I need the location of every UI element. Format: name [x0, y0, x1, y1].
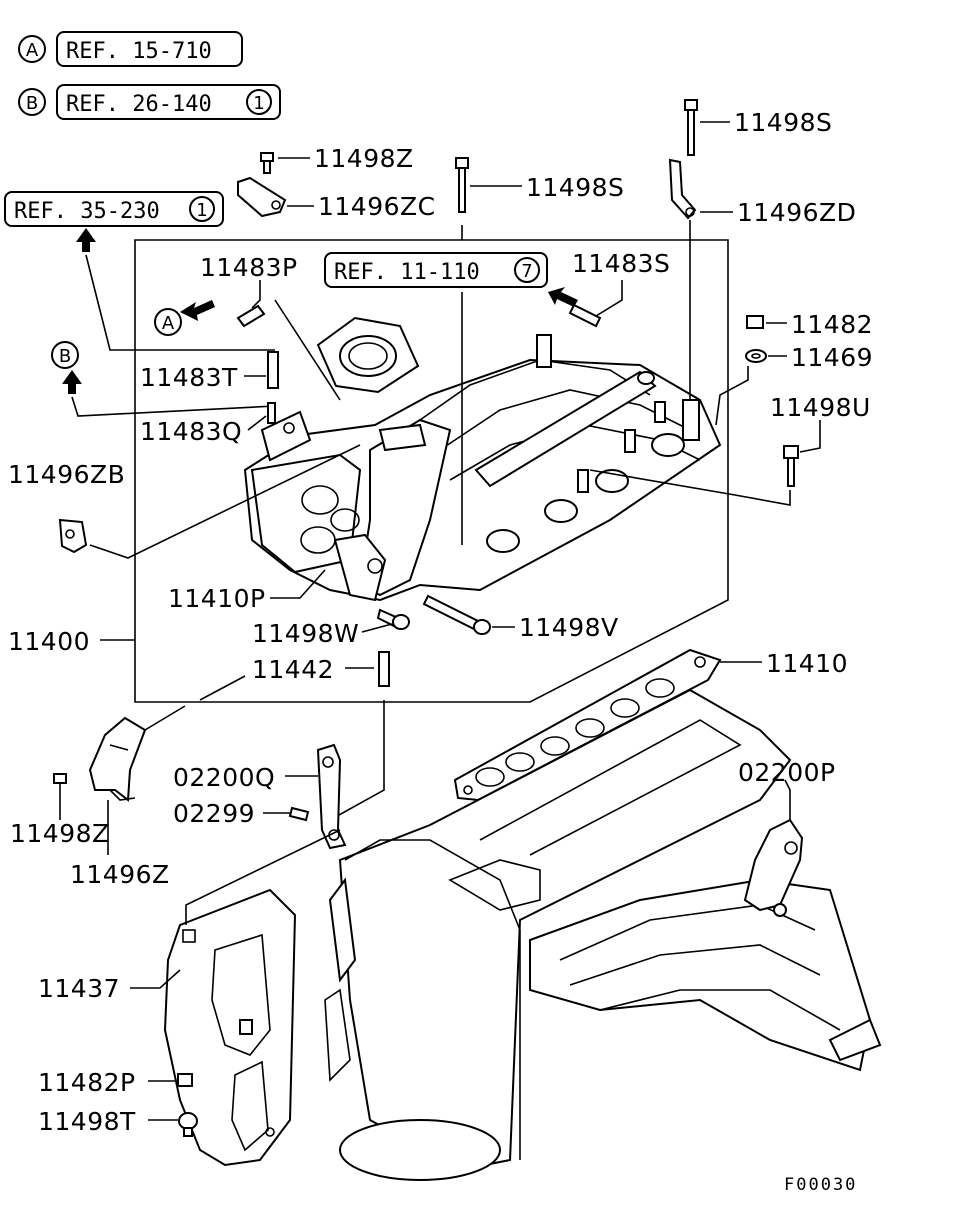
pin-11483S-icon: [568, 303, 602, 328]
stud-11442-icon: [329, 651, 390, 821]
gasket-11410-drawing: [453, 648, 722, 802]
bracket-11496ZD-icon: [668, 158, 697, 400]
bolt-11498U-icon: [589, 445, 799, 506]
label-11496ZD[interactable]: 11496ZD: [737, 198, 856, 227]
bracket-02200Q-icon: [316, 743, 347, 850]
ref-a-group[interactable]: A REF. 15-710: [18, 31, 243, 67]
label-11437[interactable]: 11437: [38, 974, 120, 1003]
arrow-ref-b-icon: [62, 370, 276, 417]
figure-code: F00030: [784, 1175, 857, 1195]
label-11483T[interactable]: 11483T: [140, 363, 238, 392]
label-11498Z-top[interactable]: 11498Z: [314, 144, 414, 173]
ref-b-group[interactable]: B REF. 26-140 1: [18, 84, 281, 120]
ref-b-circled: 1: [253, 93, 264, 114]
cylinder-head-drawing: [324, 688, 792, 1181]
ref-a-marker: A: [26, 40, 39, 61]
ref-d-circled: 7: [521, 261, 532, 282]
ref-b-text: REF. 26-140: [66, 92, 212, 117]
bracket-11496ZB-icon: [58, 444, 361, 559]
bolt-11498V-icon: [422, 594, 491, 635]
ref-b-box: [56, 84, 281, 120]
ref-d-circled-ring: [514, 257, 540, 283]
label-11482P[interactable]: 11482P: [38, 1068, 136, 1097]
bolt-11498S-top-icon: [684, 99, 698, 156]
ref-b-circled-ring: [246, 89, 272, 115]
bracket-11496Z-icon: [88, 705, 186, 802]
pointer-a-circle: [154, 308, 182, 336]
assembly-frame: [134, 239, 729, 703]
label-11496ZC[interactable]: 11496ZC: [318, 192, 436, 221]
label-11498S-top[interactable]: 11498S: [734, 108, 832, 137]
label-02299[interactable]: 02299: [173, 799, 255, 828]
label-11498U[interactable]: 11498U: [770, 393, 871, 422]
label-11469[interactable]: 11469: [791, 343, 873, 372]
ref-c-group[interactable]: REF. 35-230 1: [4, 191, 224, 227]
label-11498Z-bottom[interactable]: 11498Z: [10, 819, 110, 848]
label-11483P[interactable]: 11483P: [200, 253, 298, 282]
bolt-11498Z-bottom-icon: [53, 773, 67, 784]
washer-11469-icon: [715, 349, 767, 426]
nut-11482-icon: [746, 315, 764, 329]
label-11496ZB[interactable]: 11496ZB: [8, 460, 125, 489]
ref-a-text: REF. 15-710: [66, 39, 212, 64]
nut-11482P-icon: [177, 1073, 193, 1087]
label-11498S-mid[interactable]: 11498S: [526, 173, 624, 202]
ref-b-marker: B: [26, 93, 38, 114]
bolt-11498Z-top-icon: [260, 152, 274, 174]
label-11410P[interactable]: 11410P: [168, 584, 266, 613]
label-11496Z[interactable]: 11496Z: [70, 860, 170, 889]
ref-a-box: [56, 31, 243, 67]
leader-lines: [59, 121, 821, 1121]
ref-c-box: [4, 191, 224, 227]
pointer-b: B: [59, 346, 71, 367]
arrow-ref-d-icon: [548, 287, 578, 307]
ref-a-marker-circle: [18, 35, 46, 63]
ref-d-box: [324, 252, 548, 288]
bolt-11498W-icon: [376, 608, 410, 630]
ref-c-circled: 1: [196, 200, 207, 221]
ref-c-text: REF. 35-230: [14, 199, 160, 224]
pin-11483T-icon: [267, 351, 279, 389]
label-11483Q[interactable]: 11483Q: [140, 417, 242, 446]
label-02200Q[interactable]: 02200Q: [173, 763, 275, 792]
label-02200P[interactable]: 02200P: [738, 758, 836, 787]
ref-b-marker-circle: [18, 88, 46, 116]
label-11498W[interactable]: 11498W: [252, 619, 359, 648]
arrow-ref-a-icon: [180, 300, 215, 321]
label-11410[interactable]: 11410: [766, 649, 848, 678]
arrow-ref-c-icon: [76, 228, 275, 351]
bolt-11498S-mid-icon: [455, 157, 469, 545]
ref-d-group[interactable]: REF. 11-110 7: [324, 252, 548, 288]
pin-11483Q-icon: [267, 402, 276, 424]
bracket-11496ZC-icon: [237, 176, 287, 218]
ref-c-circled-ring: [189, 196, 215, 222]
label-11400[interactable]: 11400: [8, 627, 90, 656]
ref-d-text: REF. 11-110: [334, 260, 480, 285]
label-11498V[interactable]: 11498V: [519, 613, 619, 642]
label-11498T[interactable]: 11498T: [38, 1107, 136, 1136]
label-11442[interactable]: 11442: [252, 655, 334, 684]
exhaust-manifold-drawing: [529, 878, 882, 1072]
bracket-11437-drawing: [163, 888, 297, 1167]
pin-11483P-icon: [236, 304, 266, 328]
pointer-b-circle: [51, 341, 79, 369]
intake-manifold-drawing: [243, 316, 722, 602]
bolt-02299-icon: [288, 806, 310, 822]
bolt-11498T-icon: [178, 1112, 198, 1137]
pointer-a: A: [162, 313, 175, 334]
bracket-02200P-icon: [743, 779, 804, 917]
label-11483S[interactable]: 11483S: [572, 249, 670, 278]
label-11482[interactable]: 11482: [791, 310, 873, 339]
